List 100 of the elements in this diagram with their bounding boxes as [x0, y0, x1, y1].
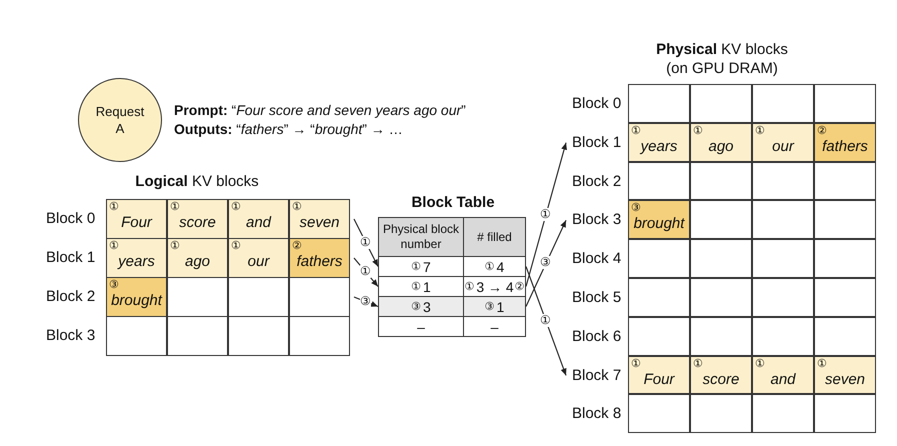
token-cell	[752, 122, 814, 162]
token-cell	[628, 122, 690, 162]
step-number: ①	[631, 124, 641, 137]
token-word: our	[246, 252, 271, 272]
step-number: ①	[109, 200, 119, 213]
block-label: Block 7	[572, 366, 622, 385]
step-number: ①	[693, 124, 703, 137]
token-cell	[106, 238, 167, 278]
step-number: ②	[514, 280, 525, 293]
table-title: Physical KV blocks (on GPU DRAM)	[655, 40, 789, 78]
step-number: ①	[109, 239, 119, 252]
step-number: ①	[170, 200, 180, 213]
token-cell	[106, 277, 167, 317]
block-label: Block 3	[572, 211, 622, 230]
token-cell	[814, 122, 876, 162]
token-word: our	[771, 136, 796, 157]
cell-value: 1	[496, 298, 504, 314]
block-label: Block 0	[46, 210, 96, 228]
edge-label: ①	[540, 314, 551, 327]
block-label: Block 2	[572, 172, 622, 191]
step-number: ①	[755, 356, 765, 370]
token-cell	[289, 238, 350, 278]
token-word: fathers	[296, 252, 344, 272]
header-text: Physical block number	[382, 222, 460, 252]
token-word: score	[178, 213, 217, 233]
token-cell	[106, 199, 167, 239]
block-label: Block 6	[572, 328, 622, 346]
block-label: Block 8	[572, 405, 622, 424]
cell-value: 3 → 4	[476, 278, 514, 294]
token-cell	[228, 238, 289, 278]
block-label: Block 3	[46, 327, 96, 345]
block-label: Block 4	[572, 250, 622, 268]
step-number: ①	[755, 124, 765, 137]
edge-label: ①	[360, 236, 371, 249]
step-number: ②	[292, 239, 302, 252]
cell-value: 7	[423, 258, 431, 274]
token-word: years	[116, 252, 156, 272]
token-word: fathers	[821, 136, 869, 157]
token-word: Four	[120, 213, 154, 233]
column-header	[463, 217, 526, 257]
table-cell	[463, 316, 526, 337]
token-word: ago	[707, 136, 735, 157]
token-cell	[628, 356, 690, 394]
cell-value: 1	[423, 278, 431, 294]
header-text: # filled	[476, 230, 513, 244]
request-label: Request A	[95, 103, 145, 137]
edge-label: ③	[360, 294, 371, 308]
block-label: Block 2	[46, 288, 96, 306]
token-cell	[289, 199, 350, 239]
edge-label: ①	[360, 265, 371, 278]
block-label: Block 5	[572, 289, 622, 307]
table-cell	[378, 316, 464, 337]
token-cell	[167, 238, 228, 278]
table-cell	[463, 276, 526, 297]
token-word: and	[244, 213, 272, 233]
table-cell	[463, 296, 526, 317]
token-word: seven	[298, 213, 341, 233]
step-number: ①	[693, 356, 703, 370]
token-cell	[628, 200, 690, 240]
cell-value: 4	[496, 258, 504, 274]
step-number: ③	[631, 201, 641, 214]
token-word: brought	[110, 291, 164, 311]
token-cell	[752, 356, 814, 394]
token-word: brought	[632, 214, 686, 234]
step-number: ①	[411, 280, 422, 293]
token-word: score	[702, 370, 740, 390]
token-cell	[690, 122, 752, 162]
token-word: ago	[184, 252, 212, 272]
step-number: ②	[817, 124, 827, 137]
edge-label: ③	[540, 256, 551, 270]
step-number: ①	[631, 356, 641, 370]
cell-value: –	[490, 318, 498, 334]
arrow	[525, 266, 567, 376]
table-title: Block Table	[410, 194, 496, 211]
prompt-text: Outputs: “fathers” → “brought” → …	[174, 121, 403, 138]
step-number: ①	[170, 239, 180, 252]
arrow	[526, 220, 566, 307]
token-word: Four	[642, 370, 676, 390]
table-cell	[378, 296, 464, 317]
cell-value: 3	[423, 298, 431, 314]
table-title: Logical KV blocks	[134, 172, 260, 191]
token-cell	[814, 356, 876, 394]
step-number: ③	[109, 278, 119, 291]
token-cell	[167, 199, 228, 239]
edge-label: ①	[540, 208, 551, 221]
token-word: seven	[824, 370, 866, 390]
arrow	[525, 142, 568, 287]
step-number: ①	[231, 239, 241, 252]
step-number: ①	[292, 200, 302, 213]
step-number: ①	[817, 356, 827, 370]
step-number: ①	[411, 260, 422, 273]
block-label: Block 0	[572, 95, 622, 113]
block-label: Block 1	[572, 134, 622, 152]
token-word: years	[638, 136, 678, 157]
step-number: ③	[484, 300, 495, 313]
token-cell	[228, 199, 289, 239]
step-number: ①	[231, 200, 241, 213]
step-number: ③	[411, 300, 422, 313]
prompt-text: Prompt: “Four score and seven years ago our”	[174, 102, 466, 119]
cell-value: –	[417, 318, 425, 334]
